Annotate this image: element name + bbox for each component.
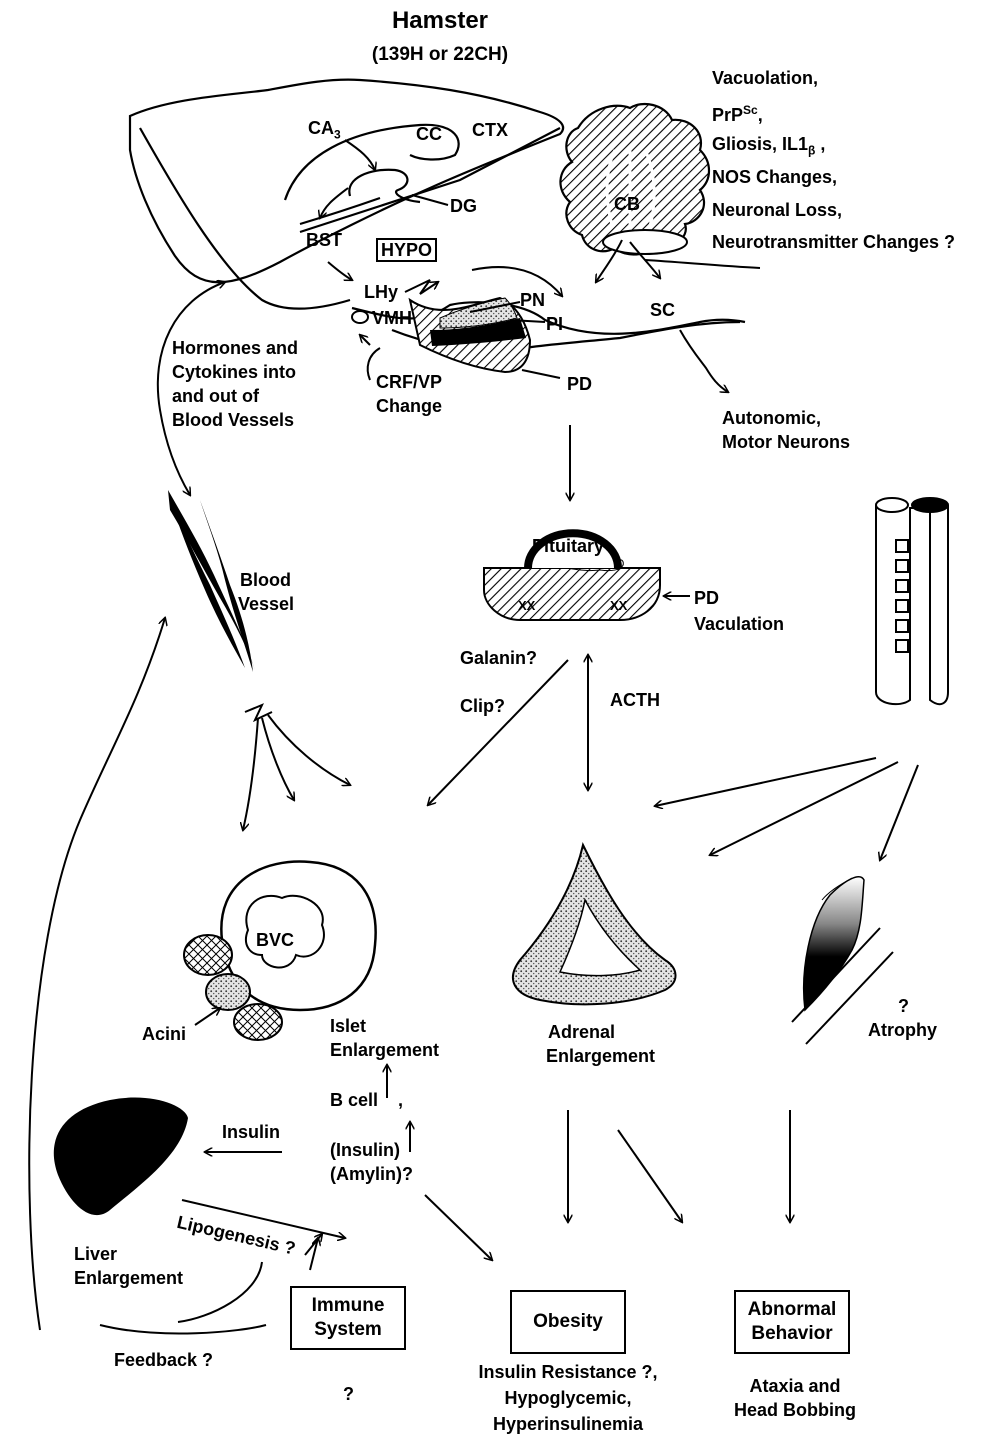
hormones-line-1: Hormones and — [172, 336, 298, 360]
label-dg: DG — [450, 194, 477, 218]
autonomic-line-2: Motor Neurons — [722, 430, 850, 454]
pituitary-xx-right: XX — [610, 598, 627, 614]
islet-enlargement-line-1: Islet — [330, 1014, 366, 1038]
pituitary-xx-left: XX — [518, 598, 535, 614]
effect-nos: NOS Changes, — [712, 165, 837, 189]
effect-neurotransmitter: Neurotransmitter Changes ? — [712, 230, 955, 254]
effect-neuronal-loss: Neuronal Loss, — [712, 198, 842, 222]
pituitary-label: Pituitary — [532, 534, 604, 558]
hormones-line-3: and out of — [172, 384, 259, 408]
obesity-note-1: Insulin Resistance ?, — [440, 1360, 696, 1384]
outcome-arrows — [568, 1110, 790, 1222]
blood-vessel-line-2: Vessel — [238, 592, 294, 616]
atrophy-label: Atrophy — [868, 1018, 937, 1042]
liver-line-2: Enlargement — [74, 1266, 183, 1290]
abnormal-note-1: Ataxia and — [700, 1374, 890, 1398]
title: Hamster — [340, 6, 540, 36]
effect-prp: PrPSc, — [712, 98, 763, 127]
label-amylin: (Amylin)? — [330, 1162, 413, 1186]
label-ctx: CTX — [472, 118, 508, 142]
acini-arrow — [195, 1008, 220, 1025]
clip-arrow — [428, 660, 568, 805]
label-pn: PN — [520, 288, 545, 312]
spinal-arrows — [655, 758, 918, 860]
label-b-cell: B cell — [330, 1088, 378, 1112]
label-insulin-paren: (Insulin) — [330, 1138, 400, 1162]
abnormal-line-2: Behavior — [751, 1322, 832, 1346]
blood-vessel-line-1: Blood — [240, 568, 291, 592]
label-ca3: CA3 — [308, 116, 341, 147]
label-lhy: LHy — [364, 280, 398, 304]
label-change: Change — [376, 394, 442, 418]
spinal-column — [876, 498, 948, 704]
abnormal-note-2: Head Bobbing — [700, 1398, 890, 1422]
obesity-note-3: Hyperinsulinemia — [440, 1412, 696, 1436]
label-feedback: Feedback ? — [114, 1348, 213, 1372]
subtitle: (139H or 22CH) — [330, 42, 550, 67]
islet-enlargement-line-2: Enlargement — [330, 1038, 439, 1062]
label-hypo: HYPO — [376, 238, 437, 262]
immune-line-2: System — [314, 1318, 382, 1342]
label-crf-vp: CRF/VP — [376, 370, 442, 394]
vmh-oval — [352, 311, 368, 323]
autonomic-line-1: Autonomic, — [722, 406, 821, 430]
effect-vacuolation: Vacuolation, — [712, 66, 818, 90]
pituitary-vaculation: Vaculation — [694, 612, 784, 636]
adrenal-shape — [513, 845, 676, 1004]
immune-line-1: Immune — [312, 1294, 385, 1318]
obesity-note-2: Hypoglycemic, — [440, 1386, 696, 1410]
obesity-box: Obesity — [510, 1290, 626, 1354]
adrenal-line-2: Enlargement — [546, 1044, 655, 1068]
label-cb: CB — [614, 192, 640, 216]
pituitary-stalk — [410, 298, 530, 372]
pd-leader — [522, 370, 560, 378]
label-sc: SC — [650, 298, 675, 322]
immune-system-box: Immune System — [290, 1286, 406, 1350]
immune-question: ? — [343, 1382, 354, 1406]
cerebellum — [560, 104, 709, 254]
adrenal-line-1: Adrenal — [548, 1020, 615, 1044]
label-bst: BST — [306, 228, 342, 252]
liver-shape — [54, 1098, 188, 1216]
obesity-label: Obesity — [533, 1310, 603, 1334]
liver-line-1: Liver — [74, 1242, 117, 1266]
abnormal-behavior-box: Abnormal Behavior — [734, 1290, 850, 1354]
dg-leader — [412, 195, 448, 205]
hormones-line-4: Blood Vessels — [172, 408, 294, 432]
pituitary-pd-label: PD — [694, 586, 719, 610]
effect-gliosis: Gliosis, IL1β , — [712, 132, 825, 163]
label-b-cell-comma: , — [398, 1088, 403, 1112]
hormones-line-2: Cytokines into — [172, 360, 296, 384]
label-insulin: Insulin — [222, 1120, 280, 1144]
label-pi: PI — [546, 312, 563, 336]
label-acth: ACTH — [610, 688, 660, 712]
atrophy-question: ? — [898, 994, 909, 1018]
label-clip: Clip? — [460, 694, 505, 718]
abnormal-line-1: Abnormal — [748, 1298, 837, 1322]
label-cc: CC — [416, 122, 442, 146]
label-acini: Acini — [142, 1022, 186, 1046]
label-vmh: VMH — [372, 306, 412, 330]
label-bvc: BVC — [256, 928, 294, 952]
label-pd: PD — [567, 372, 592, 396]
label-galanin: Galanin? — [460, 646, 537, 670]
